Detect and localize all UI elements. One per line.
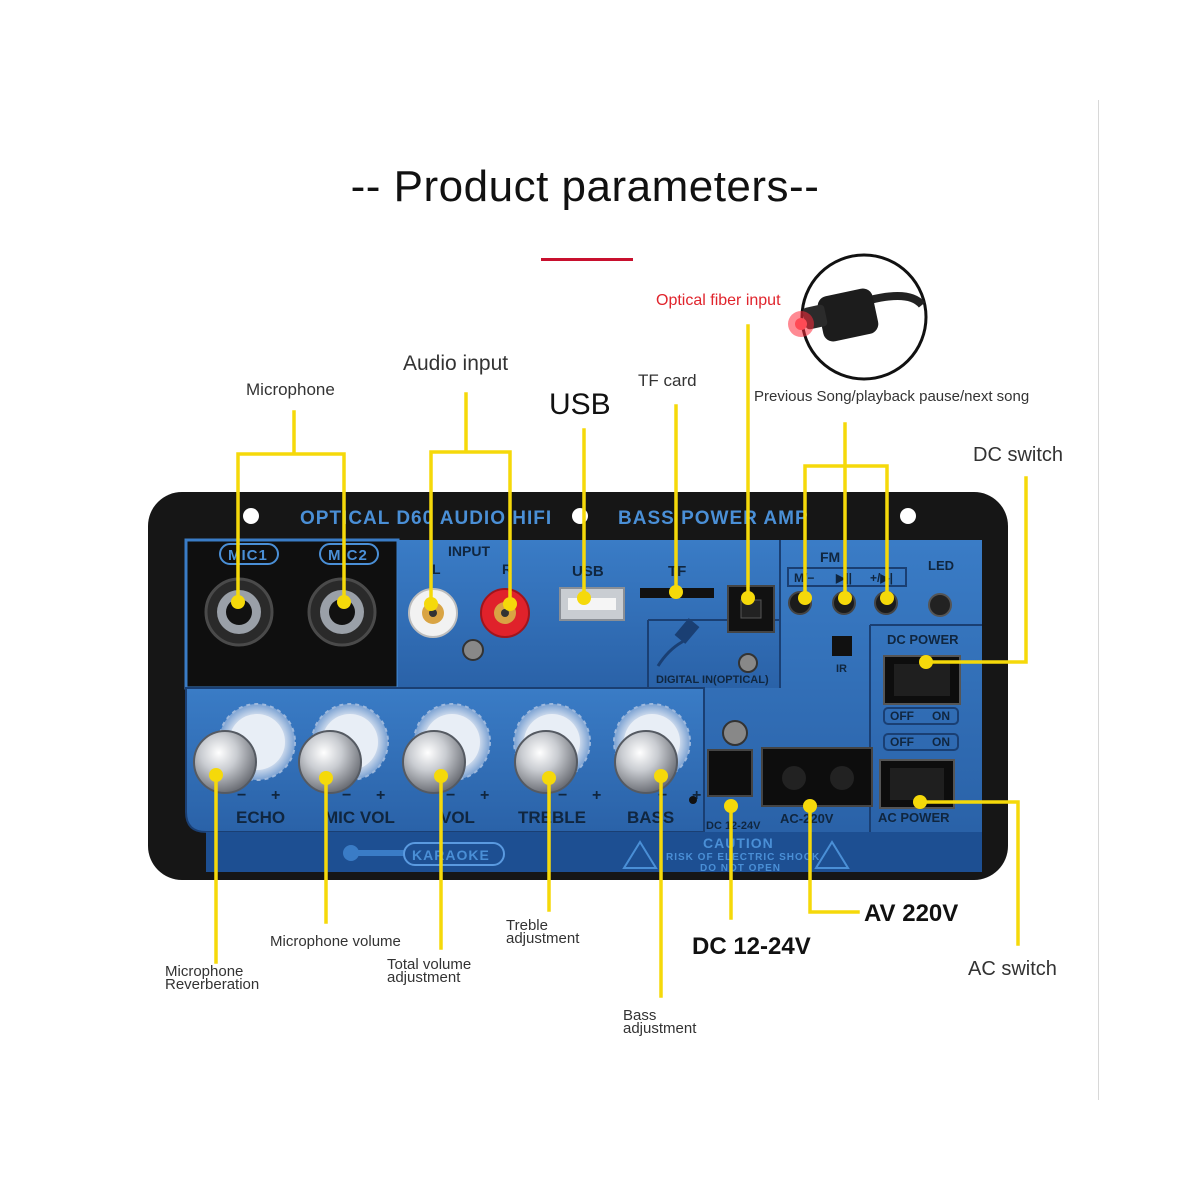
callout-mic-volume: Microphone volume <box>270 933 401 950</box>
ac-socket <box>761 747 873 807</box>
caution-line2: DO NOT OPEN <box>700 863 781 874</box>
caution-title: CAUTION <box>703 835 774 851</box>
knob-plus-label: + <box>692 787 701 804</box>
ac-socket-label: AC-220V <box>780 811 834 826</box>
callout-bass-adj: Bass adjustment <box>623 1007 697 1037</box>
knob-plus-label: + <box>592 787 601 804</box>
optical-connector-inset <box>788 253 928 381</box>
led-label: LED <box>928 558 954 573</box>
page-title: -- Product parameters-- <box>350 162 820 211</box>
knob-plus-label: + <box>271 787 280 804</box>
dc-on-label: ON <box>932 709 950 723</box>
callout-usb: USB <box>549 388 611 421</box>
input-label: INPUT <box>448 543 490 559</box>
knob-minus-label: − <box>446 787 455 804</box>
mic1-label: MIC1 <box>228 547 268 564</box>
rca-right-jack <box>480 588 530 638</box>
bottom-strip <box>206 832 982 872</box>
title-underline <box>541 258 633 261</box>
btn-next-label: +/▶| <box>870 571 893 585</box>
knob-label: MIC VOL <box>324 808 395 827</box>
ac-on-label: ON <box>932 735 950 749</box>
digital-in-label: DIGITAL IN(OPTICAL) <box>656 674 769 686</box>
ac-off-label: OFF <box>890 735 914 749</box>
knob-plus-label: + <box>376 787 385 804</box>
callout-ac-switch: AC switch <box>968 958 1057 980</box>
rca-left-jack <box>408 588 458 638</box>
callout-optical-fiber-input: Optical fiber input <box>656 292 781 309</box>
caution-line1: RISK OF ELECTRIC SHOCK <box>666 852 820 863</box>
mic2-jack <box>307 577 377 647</box>
knob-vol[interactable]: − + VOL <box>402 703 491 827</box>
callout-dc-switch: DC switch <box>973 444 1064 466</box>
dc-off-label: OFF <box>890 709 914 723</box>
brand-left-text: OPTICAL D60 AUDIO HIFI <box>300 508 552 529</box>
callout-av-220v: AV 220V <box>864 900 959 927</box>
knob-minus-label: − <box>237 787 246 804</box>
ir-label: IR <box>836 663 847 675</box>
knob-label: BASS <box>627 808 674 827</box>
fm-label: FM <box>820 549 840 565</box>
callout-mic-reverb: Microphone Reverberation <box>165 963 260 993</box>
page-divider <box>1098 100 1099 1100</box>
usb-panel-label: USB <box>572 563 604 580</box>
knob-minus-label: − <box>342 787 351 804</box>
mic1-jack <box>204 577 274 647</box>
mic2-label: MIC2 <box>328 547 368 564</box>
callout-lines <box>214 324 1028 998</box>
callout-treble-adj: Treble adjustment <box>506 917 580 947</box>
ir-receiver <box>832 636 852 656</box>
callout-microphone: Microphone <box>246 380 335 399</box>
knob-group: −+ECHO−+MIC VOL−+VOL−+TREBLE−+BASS <box>193 703 701 827</box>
callout-audio-input: Audio input <box>403 352 509 375</box>
callout-prev-play-next: Previous Song/playback pause/next song <box>754 388 1030 405</box>
knob-mic-vol[interactable]: − + MIC VOL <box>298 703 395 827</box>
ac-power-label: AC POWER <box>878 810 950 825</box>
knob-label: VOL <box>440 808 475 827</box>
karaoke-text: KARAOKE <box>412 847 490 863</box>
callout-total-volume: Total volume adjustment <box>387 956 472 986</box>
knob-label: ECHO <box>236 808 285 827</box>
knob-bass[interactable]: −+BASS <box>613 703 701 827</box>
knob-plus-label: + <box>480 787 489 804</box>
knob-echo[interactable]: − + ECHO <box>193 703 296 827</box>
led-indicator <box>928 593 952 617</box>
knob-minus-label: − <box>558 787 567 804</box>
brand-right-text: BASS POWER AMP <box>618 508 809 529</box>
input-l-label: L <box>432 561 441 577</box>
callout-dots <box>209 585 933 813</box>
dc-power-label: DC POWER <box>887 632 959 647</box>
dc-jack <box>707 749 753 797</box>
input-r-label: R <box>502 561 512 577</box>
dc-jack-label: DC 12-24V <box>706 820 761 832</box>
knob-label: TREBLE <box>518 808 586 827</box>
callout-dc-12-24v: DC 12-24V <box>692 933 811 960</box>
callout-tf-card: TF card <box>638 371 697 390</box>
knob-treble[interactable]: − + TREBLE <box>513 703 601 827</box>
